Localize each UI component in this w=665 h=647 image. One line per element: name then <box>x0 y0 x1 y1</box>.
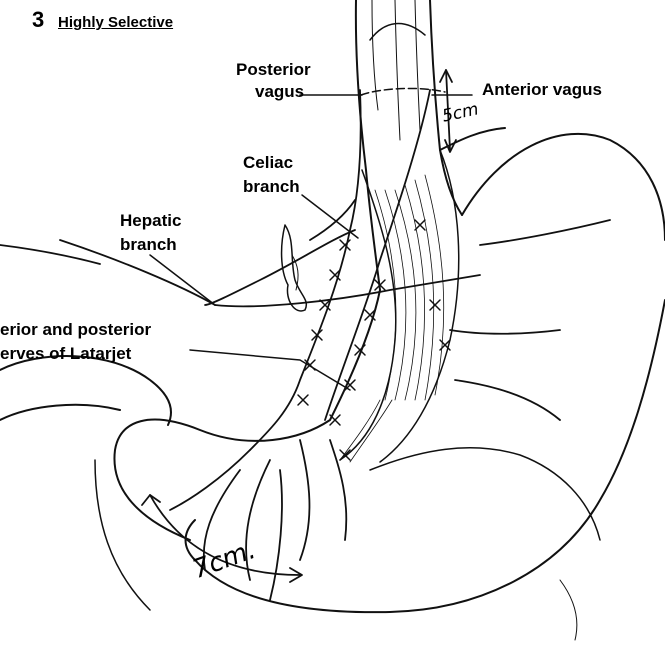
label-posterior-vagus-line1: Posterior <box>236 59 311 81</box>
label-celiac-branch-line2: branch <box>243 176 300 198</box>
label-celiac-branch-line1: Celiac <box>243 152 293 174</box>
esophagus <box>356 0 462 290</box>
lesser-curvature <box>340 150 459 462</box>
label-hepatic-branch-line2: branch <box>120 234 177 256</box>
cut-marks <box>298 220 450 460</box>
figure-title: Highly Selective <box>58 12 173 34</box>
measurement-arrows <box>142 70 456 582</box>
label-posterior-vagus-line2: vagus <box>255 81 304 103</box>
label-anterior-vagus: Anterior vagus <box>482 79 602 101</box>
stomach-outline <box>0 128 665 640</box>
label-hepatic-branch-line1: Hepatic <box>120 210 181 232</box>
label-latarjet-line2: erves of Latarjet <box>0 343 131 365</box>
figure-number: 3 <box>32 9 44 31</box>
leader-lines <box>150 95 472 390</box>
label-latarjet-line1: erior and posterior <box>0 319 151 341</box>
celiac-ganglion <box>282 225 307 311</box>
